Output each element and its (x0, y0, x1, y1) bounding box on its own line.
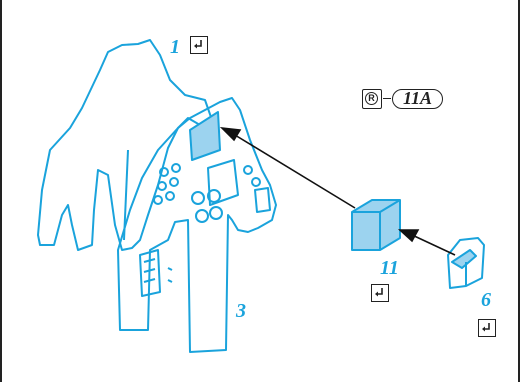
return-arrow-icon (375, 288, 383, 297)
paint-connector (383, 98, 391, 99)
glue-box-11 (371, 284, 389, 302)
paint-symbol-box: R (362, 89, 382, 109)
registered-circle-icon: R (365, 92, 378, 105)
glue-box-1 (190, 36, 208, 54)
part-number-3: 3 (236, 300, 246, 322)
glue-box-6 (478, 319, 496, 337)
part-6-bracket (447, 237, 485, 289)
bulkhead-panel-1 (37, 39, 213, 251)
part-number-11: 11 (380, 257, 399, 279)
return-arrow-icon (194, 40, 202, 49)
part-11-block (351, 199, 401, 251)
return-arrow-icon (482, 323, 490, 332)
paint-code: 11A (392, 89, 444, 109)
part-number-1: 1 (170, 36, 180, 58)
instrument-panel-3 (117, 97, 277, 353)
assembly-arrows (219, 126, 456, 256)
part-number-6: 6 (481, 289, 491, 311)
